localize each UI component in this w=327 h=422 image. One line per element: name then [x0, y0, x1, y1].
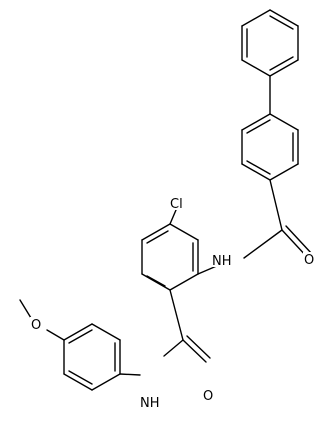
biphenyl-ring	[241, 113, 299, 181]
top-carbonyl-oxygen-label: O	[304, 253, 314, 268]
methoxy-group	[19, 299, 65, 341]
chlorine-atom-label: Cl	[170, 197, 183, 212]
phenyl-ring-top	[241, 9, 299, 77]
atom-labels: Cl NH O NH O O	[30, 196, 315, 411]
bottom-amide-group	[119, 289, 211, 376]
bottom-carbonyl-oxygen-label: O	[203, 389, 213, 404]
top-amide-nh-label: NH	[212, 254, 232, 269]
bottom-amide-nh-label: NH	[140, 396, 160, 411]
central-ring	[141, 223, 199, 291]
ether-oxygen-label: O	[31, 318, 41, 333]
chloro-bond	[169, 209, 177, 225]
methoxyphenyl-ring	[63, 323, 121, 391]
